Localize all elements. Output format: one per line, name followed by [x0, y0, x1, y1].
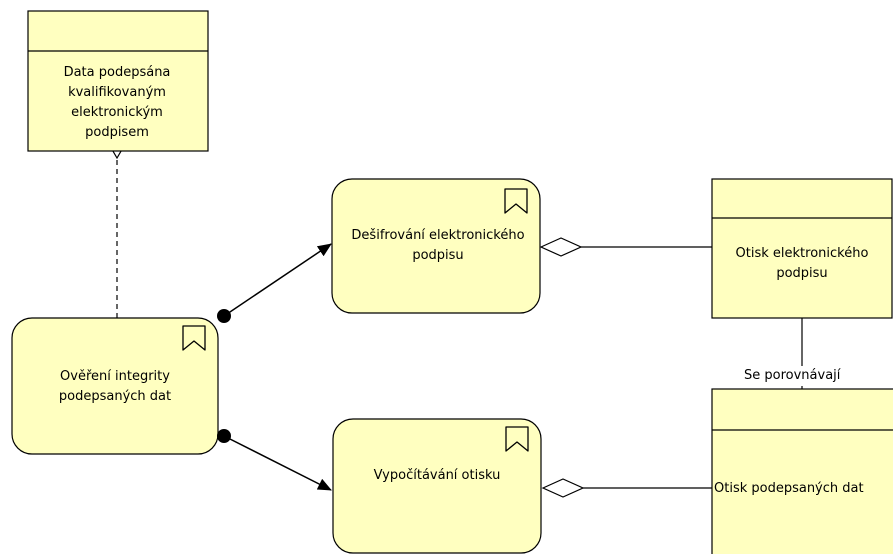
data-object-data-hash[interactable]	[711, 388, 893, 554]
node-label-verify: Ověření integrity podepsaných dat	[58, 369, 172, 404]
trigger-origin-dot	[217, 429, 231, 443]
node-label-signature-hash: Otisk elektronického podpisu	[735, 246, 869, 281]
process-verify-integrity[interactable]	[11, 317, 219, 455]
bookmark-icon	[504, 188, 528, 214]
trigger-edge-compute[interactable]	[223, 435, 332, 491]
data-object-signed-data[interactable]	[27, 10, 209, 152]
bookmark-icon	[182, 325, 206, 351]
process-decrypt-signature[interactable]	[331, 178, 541, 314]
aggregation-diamond	[541, 478, 585, 498]
aggregation-diamond	[539, 237, 583, 257]
data-object-signature-hash[interactable]	[711, 178, 893, 319]
node-label-compute: Vypočítávání otisku	[373, 468, 501, 483]
trigger-origin-dot	[217, 309, 231, 323]
bookmark-icon	[505, 426, 529, 452]
process-compute-hash[interactable]	[332, 418, 542, 554]
node-label-decrypt: Dešifrování elektronického podpisu	[351, 228, 525, 263]
trigger-edge-decrypt[interactable]	[223, 243, 332, 317]
node-label-data-hash: Otisk podepsaných dat	[714, 481, 864, 496]
node-label-signed-data: Data podepsána kvalifikovaným elektronic…	[63, 65, 171, 140]
relation-label-compare: Se porovnávají	[742, 366, 893, 386]
